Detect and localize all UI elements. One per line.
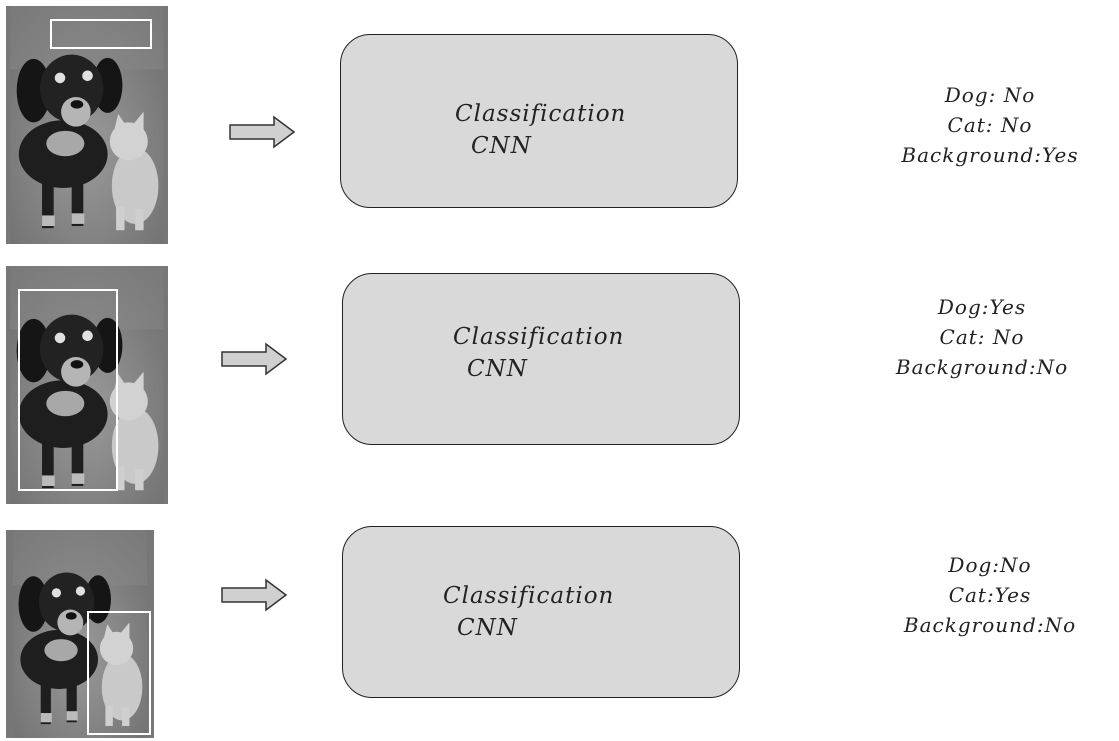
classification-cnn-box: Classification CNN bbox=[340, 34, 738, 208]
result-cat: Cat:Yes bbox=[948, 583, 1032, 607]
box-label-line1: Classification bbox=[453, 324, 625, 350]
result-dog: Dog:Yes bbox=[937, 295, 1027, 319]
classification-result: Dog:Yes Cat: No Background:No bbox=[862, 292, 1102, 382]
box-label-line1: Classification bbox=[443, 583, 615, 609]
box-label-line1: Classification bbox=[455, 101, 627, 127]
region-box bbox=[87, 611, 151, 735]
arrow-icon bbox=[229, 115, 296, 149]
result-dog: Dog: No bbox=[944, 83, 1036, 107]
result-background: Background:No bbox=[903, 613, 1077, 637]
result-cat: Cat: No bbox=[939, 325, 1025, 349]
row-dog: Classification CNN Dog:Yes Cat: No Backg… bbox=[0, 258, 1119, 508]
classification-cnn-box: Classification CNN bbox=[342, 273, 740, 445]
row-cat: Classification CNN Dog:No Cat:Yes Backgr… bbox=[0, 520, 1119, 741]
arrow-icon bbox=[221, 342, 288, 376]
row-background: Classification CNN Dog: No Cat: No Backg… bbox=[0, 0, 1119, 245]
region-box bbox=[18, 289, 118, 491]
result-dog: Dog:No bbox=[948, 553, 1032, 577]
input-image bbox=[6, 6, 168, 244]
result-background: Background:No bbox=[895, 355, 1069, 379]
result-background: Background:Yes bbox=[901, 143, 1079, 167]
result-cat: Cat: No bbox=[947, 113, 1033, 137]
arrow-icon bbox=[221, 578, 288, 612]
classification-result: Dog: No Cat: No Background:Yes bbox=[870, 80, 1110, 170]
input-image bbox=[6, 266, 168, 504]
box-label-line2: CNN bbox=[467, 356, 528, 382]
box-label-line2: CNN bbox=[457, 615, 518, 641]
box-label-line2: CNN bbox=[471, 133, 532, 159]
classification-cnn-box: Classification CNN bbox=[342, 526, 740, 698]
input-image bbox=[6, 530, 154, 738]
classification-result: Dog:No Cat:Yes Background:No bbox=[870, 550, 1110, 640]
region-box bbox=[50, 19, 152, 49]
